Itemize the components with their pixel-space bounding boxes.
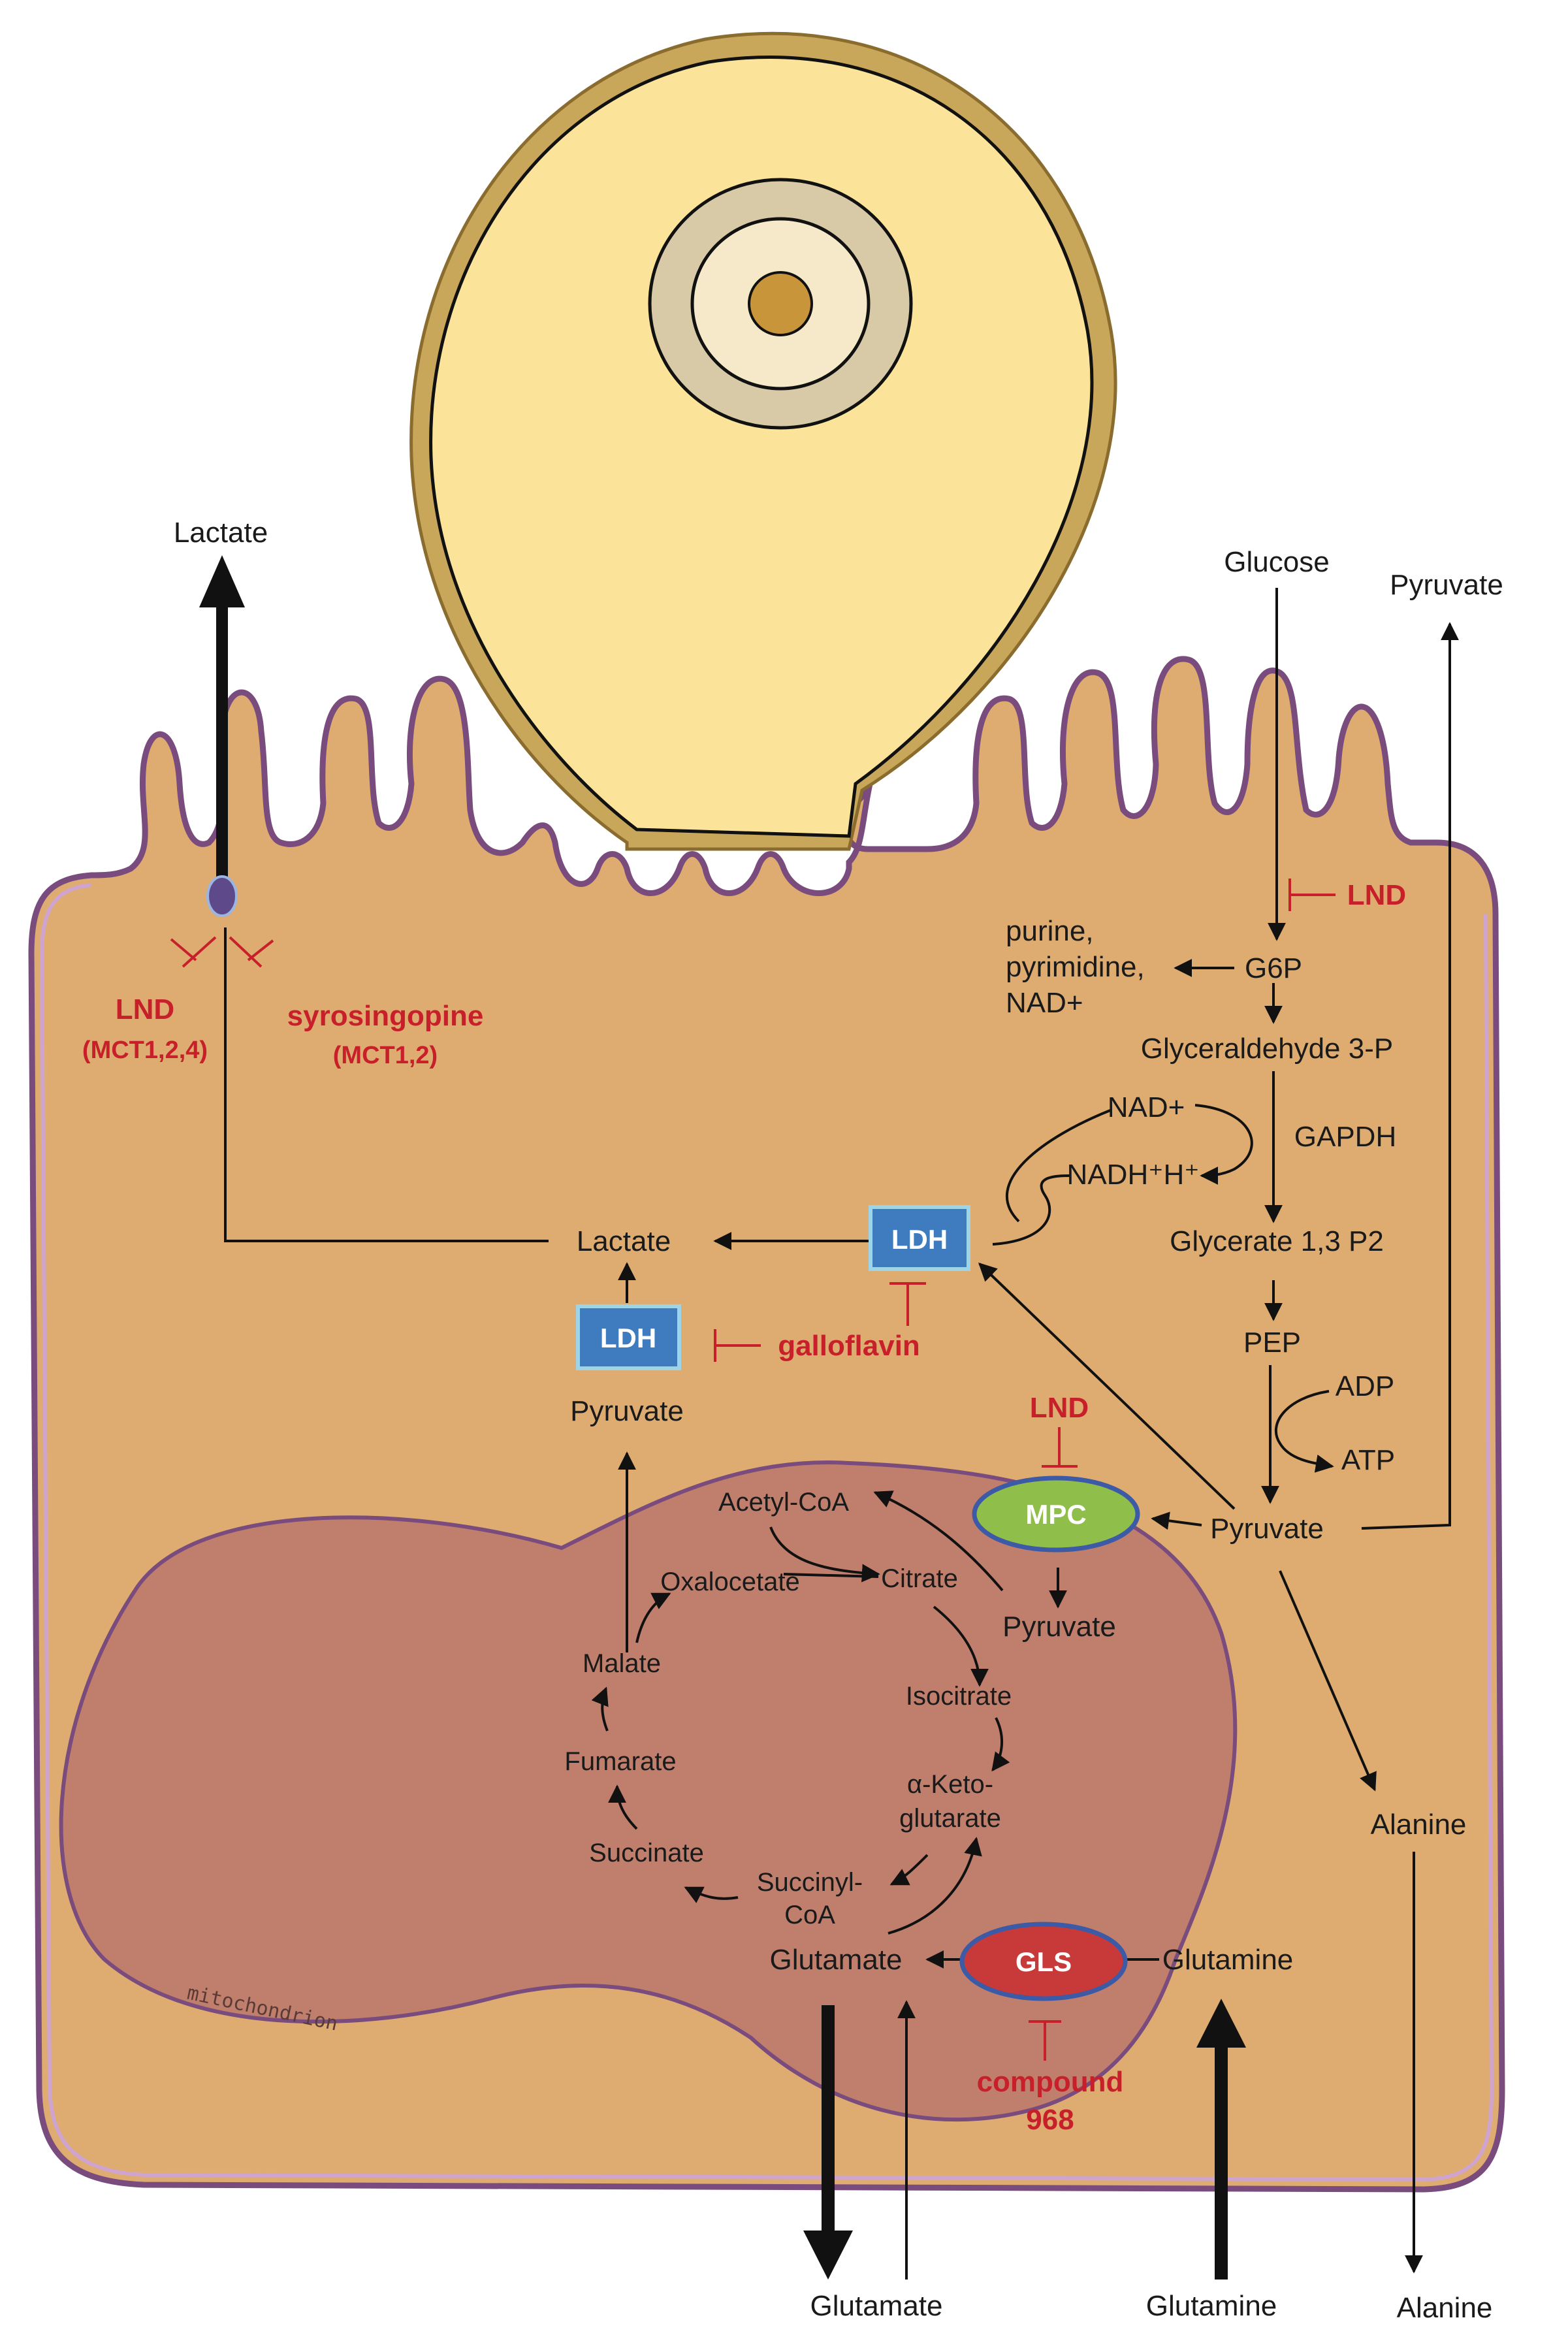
isocitrate-label: Isocitrate [906, 1682, 1012, 1711]
ldh-left-label: LDH [600, 1323, 656, 1353]
mito-glutamine-label: Glutamine [1162, 1944, 1294, 1976]
citrate-label: Citrate [881, 1564, 958, 1593]
gapdh-label: GAPDH [1294, 1121, 1396, 1153]
galloflavin-label: galloflavin [778, 1330, 920, 1362]
ldh-top-label: LDH [891, 1224, 948, 1255]
g6p-label: G6P [1245, 952, 1302, 984]
extracellular-glutamate-label: Glutamate [810, 2290, 943, 2322]
akg-label-2: glutarate [899, 1804, 1001, 1833]
cytosol-lactate-label: Lactate [577, 1225, 671, 1257]
acetyl-coa-label: Acetyl-CoA [718, 1488, 849, 1517]
pathway-arrows [224, 588, 1459, 2280]
extracellular-glucose-label: Glucose [1224, 546, 1329, 578]
glyceraldehyde-label: Glyceraldehyde 3-P [1141, 1033, 1393, 1065]
lnd-mpc-label: LND [1030, 1392, 1089, 1424]
cytosol-alanine-label: Alanine [1371, 1809, 1467, 1841]
pep-label: PEP [1243, 1327, 1301, 1359]
nadh-label: NADH⁺H⁺ [1067, 1159, 1200, 1191]
nucleus [648, 178, 913, 430]
succinate-label: Succinate [589, 1839, 704, 1867]
pyrimidine-label: pyrimidine, [1006, 951, 1145, 983]
oxalocetate-label: Oxalocetate [660, 1568, 799, 1596]
glycerate-label: Glycerate 1,3 P2 [1170, 1225, 1384, 1257]
succinyl-coa-label-2: CoA [784, 1901, 835, 1929]
gls-enzyme: GLS [959, 1922, 1128, 2001]
ldh-top-enzyme: LDH [869, 1205, 970, 1271]
glutamine-import-arrow [1196, 1999, 1246, 2280]
akg-label-1: α-Keto- [907, 1770, 993, 1799]
syrosingopine-label: syrosingopine [287, 1000, 484, 1032]
syrosingopine-sub-label: (MCT1,2) [333, 1042, 438, 1069]
extracellular-glutamine-label: Glutamine [1146, 2290, 1277, 2322]
extracellular-pyruvate-label: Pyruvate [1390, 569, 1503, 601]
compound-968-number-label: 968 [1026, 2104, 1074, 2136]
nad-plus-out-label: NAD+ [1006, 987, 1083, 1019]
compound-968-label: compound [977, 2066, 1124, 2098]
mito-pyruvate-label: Pyruvate [1002, 1611, 1116, 1643]
gls-label: GLS [1016, 1946, 1072, 1977]
mpc-enzyme: MPC [972, 1475, 1140, 1553]
inhibitor-marks [170, 878, 1336, 2061]
ldh-left-enzyme: LDH [576, 1304, 681, 1370]
nad-plus-label: NAD+ [1108, 1091, 1185, 1123]
extracellular-lactate-label: Lactate [174, 517, 268, 549]
succinyl-coa-label-1: Succinyl- [757, 1868, 863, 1897]
purine-label: purine, [1006, 915, 1094, 947]
mpc-label: MPC [1025, 1499, 1086, 1530]
glutamate-export-arrow [803, 2005, 853, 2280]
malate-label: Malate [583, 1649, 661, 1678]
lnd-mct-sub-label: (MCT1,2,4) [82, 1037, 208, 1064]
mito-glutamate-label: Glutamate [770, 1944, 903, 1976]
cytosol-pyruvate-label: Pyruvate [1210, 1513, 1324, 1545]
cytosol-pyruvate-left-label: Pyruvate [570, 1395, 684, 1427]
adp-label: ADP [1336, 1370, 1394, 1402]
mct-transporter [206, 875, 238, 917]
vacuole [409, 31, 1117, 851]
extracellular-alanine-label: Alanine [1397, 2292, 1493, 2324]
fumarate-label: Fumarate [564, 1747, 676, 1776]
atp-label: ATP [1341, 1444, 1395, 1476]
lnd-mct-label: LND [116, 993, 174, 1025]
lactate-export-arrow [199, 555, 245, 917]
lnd-hexokinase-label: LND [1347, 879, 1406, 911]
